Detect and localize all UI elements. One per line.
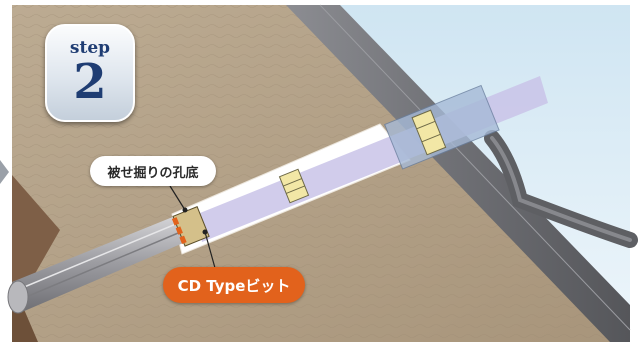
frame-beam (286, 5, 630, 342)
cd-type-bit (171, 206, 210, 247)
casing-coupling (278, 168, 310, 204)
leader-hole-dot (182, 207, 188, 213)
hose-highlight (490, 136, 632, 242)
drill-rod (12, 212, 195, 312)
rod-line-1 (16, 218, 189, 291)
callout-hole-bottom: 被せ掘りの孔底 (90, 156, 216, 186)
step-badge: step 2 (45, 24, 135, 122)
frame-highlight (319, 4, 631, 331)
step-word: step (69, 38, 111, 58)
callout-cd-type-bit: CD Typeビット (163, 267, 305, 303)
arrow-right-icon (0, 160, 9, 184)
step-number: 2 (73, 54, 107, 110)
drill-head (383, 84, 500, 170)
leader-hole (169, 185, 186, 211)
bedrock-layer (12, 175, 60, 300)
rod-line-2 (18, 227, 191, 301)
rod-end (7, 280, 29, 314)
leader-bit (204, 231, 216, 269)
leader-bit-dot (202, 229, 208, 235)
